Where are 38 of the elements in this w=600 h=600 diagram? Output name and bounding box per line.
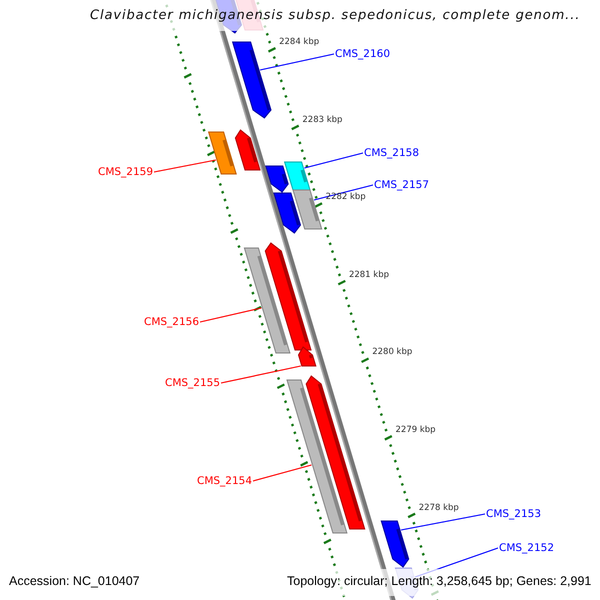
- gene-label: CMS_2156: [144, 316, 200, 328]
- genome-info-text: Topology: circular; Length: 3,258,645 bp; Genes: 2,991: [287, 574, 592, 589]
- leader-line: [314, 184, 374, 201]
- leader-line: [220, 365, 301, 384]
- leader-line: [252, 464, 312, 482]
- accession-text: Accession: NC_010407: [9, 574, 140, 589]
- leader-line: [260, 53, 334, 71]
- gene-label: CMS_2153: [486, 508, 542, 520]
- scale-label: 2281 kbp: [348, 270, 389, 280]
- gene-block: [292, 190, 322, 230]
- gene-label: CMS_2154: [197, 475, 252, 487]
- scale-label: 2278 kbp: [418, 502, 459, 513]
- gene-label: CMS_2158: [364, 147, 420, 159]
- gene-label: CMS_2152: [499, 542, 554, 554]
- diagram-title: Clavibacter michiganensis subsp. sepedonicus, complete genom...: [90, 8, 580, 24]
- gene-label: CMS_2155: [165, 377, 220, 389]
- leader-line: [400, 513, 486, 531]
- gene-feature: [380, 520, 410, 568]
- gene-feature: [264, 242, 312, 350]
- leader-line: [200, 307, 262, 323]
- scale-label: 2284 kbp: [279, 37, 320, 47]
- gene-block: [208, 132, 237, 174]
- gene-feature: [306, 375, 366, 530]
- gene-label: CMS_2160: [335, 48, 390, 60]
- leader-line: [304, 152, 364, 169]
- scale-label: 2280 kbp: [372, 347, 412, 358]
- scale-label: 2283 kbp: [302, 114, 342, 125]
- gene-label: CMS_2159: [98, 166, 154, 178]
- gene-feature: [298, 346, 316, 366]
- gene-label: CMS_2157: [374, 179, 430, 191]
- gene-feature: [234, 129, 261, 170]
- gene-feature: [232, 42, 272, 119]
- gene-feature: [265, 166, 289, 193]
- scale-label: 2282 kbp: [326, 192, 366, 202]
- leader-line: [154, 159, 216, 173]
- gene-block: [284, 162, 311, 190]
- scale-label: 2279 kbp: [396, 425, 436, 435]
- gene-feature: [273, 192, 302, 234]
